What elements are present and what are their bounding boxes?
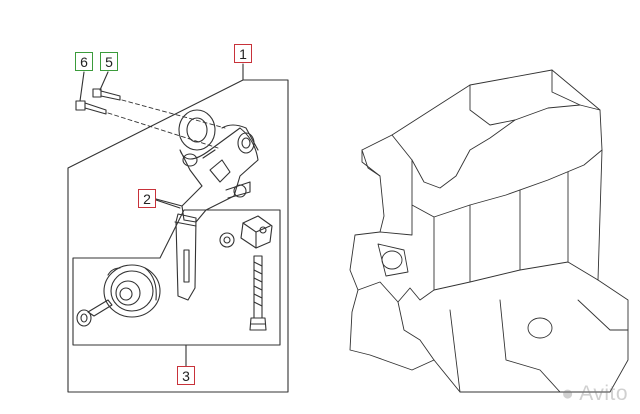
watermark-dots-icon: ● xyxy=(561,382,580,405)
leader-6 xyxy=(79,71,85,102)
callout-6: 6 xyxy=(75,52,93,71)
leader-5 xyxy=(99,71,109,91)
watermark-text: Avito xyxy=(579,382,628,405)
dash-line-2 xyxy=(107,112,219,149)
leader-2 xyxy=(155,198,183,207)
washer-drawing xyxy=(219,232,235,248)
callout-3: 3 xyxy=(177,366,195,385)
engine-block-drawing xyxy=(349,69,629,393)
sleeve-block-drawing xyxy=(240,215,273,249)
long-bolt-drawing xyxy=(249,255,267,331)
bolt-6-drawing xyxy=(75,100,107,115)
assembly-frame xyxy=(67,79,289,393)
pulley-bolt-drawing xyxy=(76,299,113,327)
callout-1: 1 xyxy=(234,44,252,63)
callout-2: 2 xyxy=(138,189,156,208)
bolt-5-drawing xyxy=(92,88,121,101)
dash-line-1 xyxy=(121,99,226,129)
avito-watermark: ● Avito xyxy=(561,382,628,406)
bracket-drawing xyxy=(149,109,259,301)
callout-5: 5 xyxy=(100,52,118,71)
subassembly-frame xyxy=(72,209,281,346)
pulley-drawing xyxy=(103,264,161,318)
